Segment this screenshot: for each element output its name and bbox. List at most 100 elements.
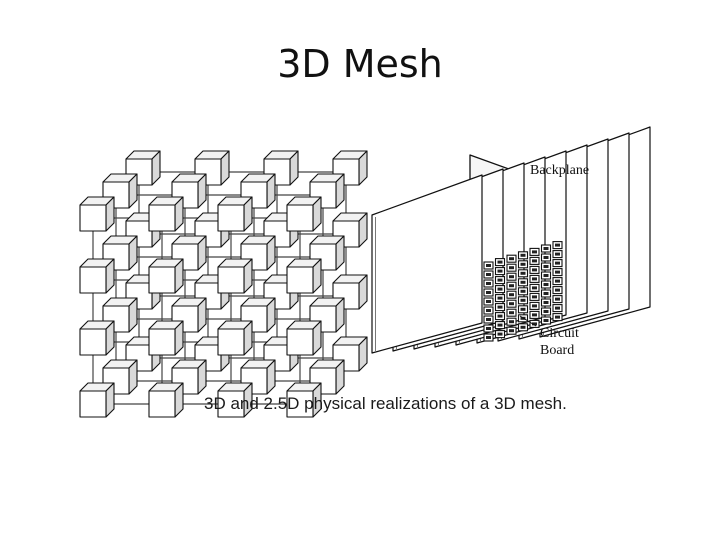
chip-core: [555, 315, 560, 319]
node-cube: [217, 320, 253, 356]
chip-core: [497, 323, 503, 327]
chip-core: [555, 288, 560, 292]
chip-core: [509, 302, 514, 306]
cube-front-face: [148, 390, 176, 418]
cube-front-face: [286, 328, 314, 356]
node-cube: [240, 297, 276, 333]
node-cube: [148, 382, 184, 418]
chip-core: [509, 284, 514, 288]
cube-front-face: [286, 390, 314, 418]
mesh-3d-diagram: [79, 150, 368, 418]
chip-core: [509, 275, 514, 279]
chip-core: [509, 293, 514, 297]
circuit-board-label-line2: Board: [540, 343, 574, 358]
chip-core: [520, 262, 526, 266]
chip-core: [555, 270, 560, 274]
chip-core: [532, 286, 537, 290]
slide-title: 3D Mesh: [277, 42, 443, 86]
cube-front-face: [125, 220, 153, 248]
chip-core: [486, 291, 491, 294]
circuit-board-leader: [519, 315, 537, 327]
chip-core: [543, 292, 549, 295]
node-cube: [79, 196, 115, 232]
cube-front-face: [194, 282, 222, 310]
node-cube: [125, 150, 161, 186]
node-cube: [286, 196, 322, 232]
chip-core: [486, 282, 491, 285]
chip-core: [497, 287, 503, 291]
chip-grid: [483, 241, 563, 342]
cube-front-face: [217, 266, 245, 294]
chip-core: [497, 305, 503, 309]
chip-core: [509, 266, 514, 270]
chip-core: [509, 311, 514, 315]
chip-core: [497, 269, 503, 273]
node-cube: [171, 235, 207, 271]
chip-core: [543, 301, 549, 304]
node-cube: [217, 258, 253, 294]
chip-core: [555, 306, 560, 310]
chip-core: [497, 278, 503, 282]
cube-front-face: [286, 204, 314, 232]
node-cube: [240, 173, 276, 209]
cube-front-face: [148, 204, 176, 232]
node-cube: [148, 320, 184, 356]
chip-core: [520, 298, 526, 302]
chip-core: [520, 325, 526, 329]
node-cube: [102, 173, 138, 209]
chip-core: [486, 273, 491, 276]
chip-core: [543, 274, 549, 277]
chip-core: [520, 253, 526, 257]
chip-core: [532, 295, 537, 299]
chip-core: [532, 322, 537, 326]
chip-core: [555, 279, 560, 283]
node-cube: [332, 274, 368, 310]
cube-front-face: [79, 204, 107, 232]
chip-core: [543, 247, 549, 250]
node-cube: [332, 212, 368, 248]
chip-core: [497, 314, 503, 318]
circuit-board: [371, 174, 483, 354]
node-cube: [148, 196, 184, 232]
chip-core: [555, 252, 560, 256]
chip-core: [532, 268, 537, 272]
node-cube: [79, 320, 115, 356]
cube-front-face: [286, 266, 314, 294]
node-cube: [102, 235, 138, 271]
chip-core: [555, 261, 560, 265]
chip-core: [532, 304, 537, 308]
chip-core: [555, 297, 560, 301]
node-cube: [286, 258, 322, 294]
cube-front-face: [79, 328, 107, 356]
chip-core: [543, 283, 549, 286]
node-cube: [217, 196, 253, 232]
node-cube: [79, 382, 115, 418]
node-cube: [194, 150, 230, 186]
chip-core: [486, 264, 491, 267]
chip-core: [497, 296, 503, 300]
chip-core: [543, 256, 549, 259]
chip-core: [486, 309, 491, 312]
cube-front-face: [148, 328, 176, 356]
node-cube: [217, 382, 253, 418]
chip-core: [532, 259, 537, 263]
chip-core: [520, 271, 526, 275]
chip-core: [532, 277, 537, 281]
chip-core: [543, 319, 549, 322]
node-cube: [286, 382, 322, 418]
cube-front-face: [148, 266, 176, 294]
node-cube: [309, 297, 345, 333]
chip-core: [509, 329, 514, 333]
node-cube: [332, 336, 368, 372]
chip-core: [543, 265, 549, 268]
chip-core: [486, 318, 491, 321]
chip-core: [486, 327, 491, 330]
chip-core: [532, 250, 537, 254]
cube-front-face: [79, 390, 107, 418]
node-cube: [240, 359, 276, 395]
chip-core: [532, 313, 537, 317]
node-cube: [79, 258, 115, 294]
chip-core: [543, 310, 549, 313]
chip-core: [497, 332, 503, 336]
